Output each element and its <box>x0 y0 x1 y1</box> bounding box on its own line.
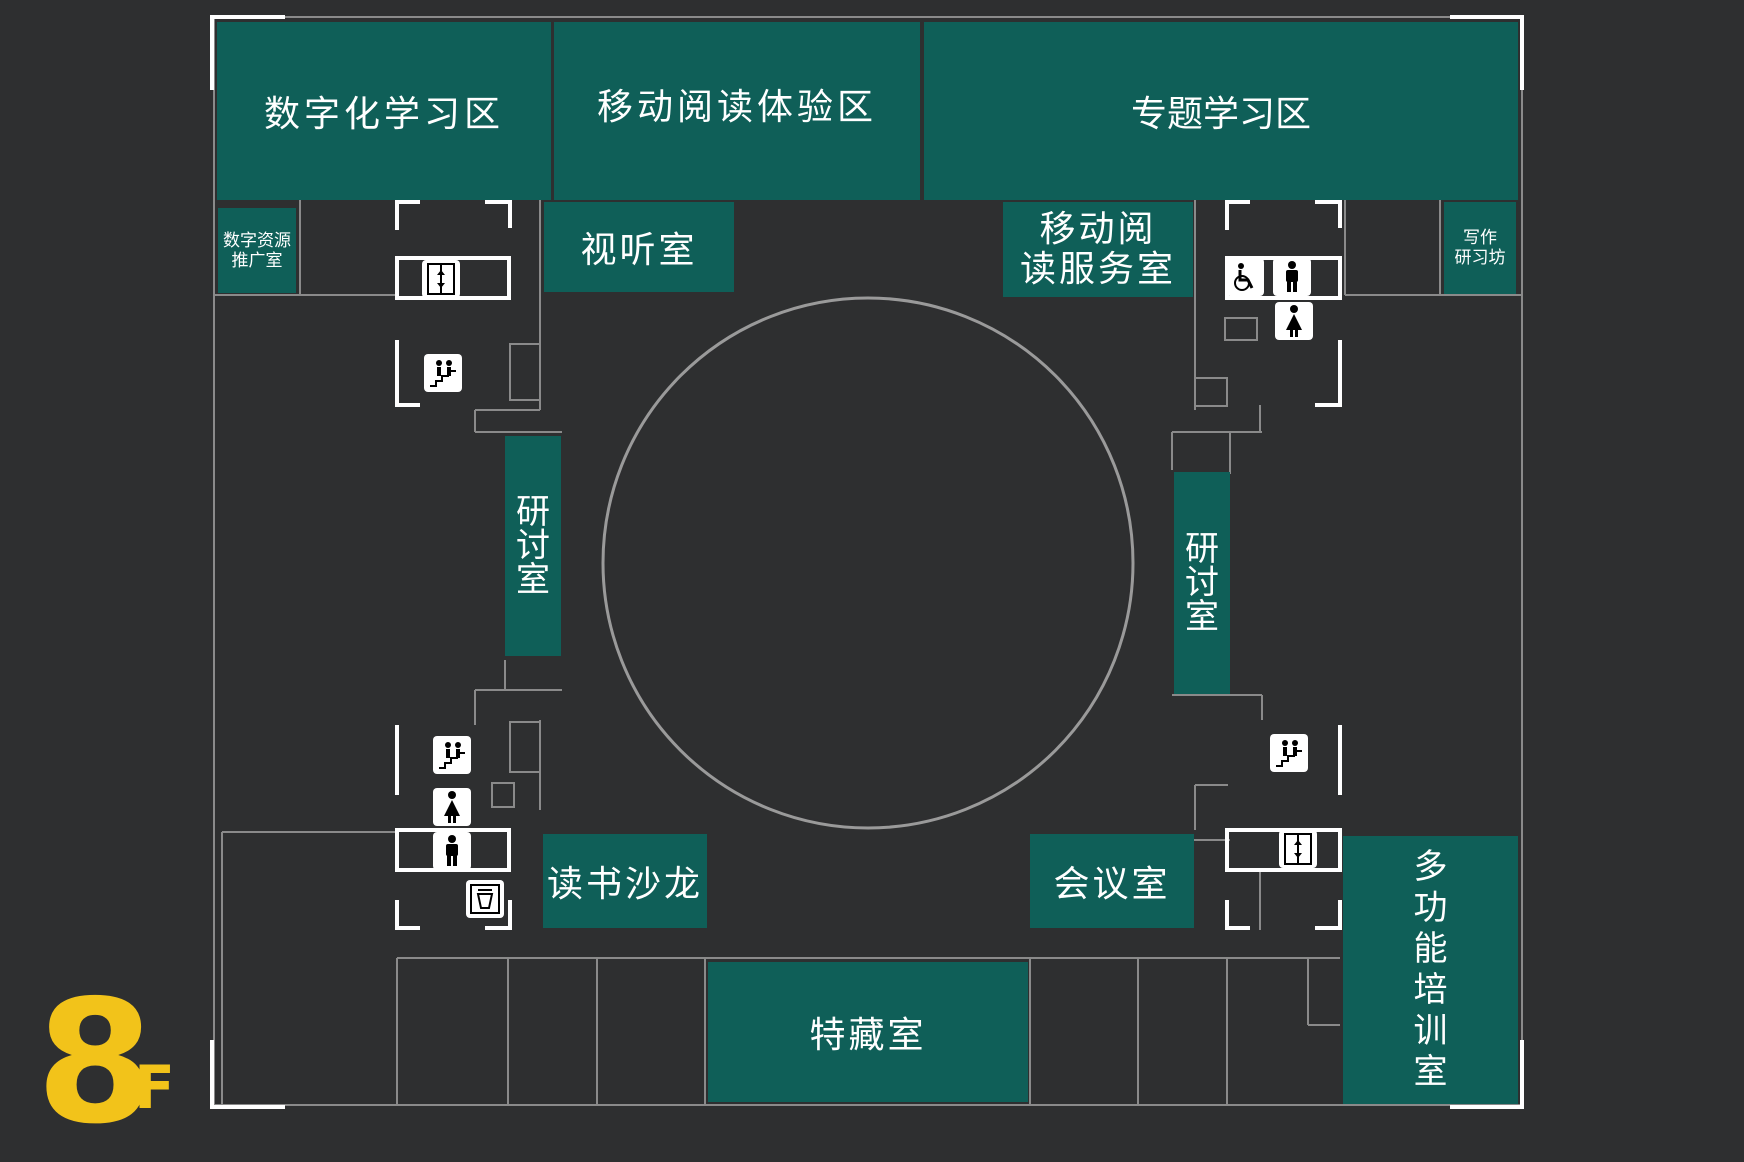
room-label: 数字化学习区 <box>263 94 504 135</box>
room-writing-workshop[interactable]: 写作 研习坊 <box>1444 202 1516 294</box>
room-label: 移动阅 读服务室 <box>1019 208 1176 290</box>
room-label: 研 讨 室 <box>516 492 550 600</box>
floor-suffix: F <box>134 1053 175 1123</box>
room-seminar-left[interactable]: 研 讨 室 <box>505 436 561 656</box>
room-seminar-right[interactable]: 研 讨 室 <box>1174 472 1230 694</box>
room-multifunction-training[interactable]: 多 功 能 培 训 室 <box>1343 836 1518 1104</box>
womens-toilet-icon <box>433 788 471 826</box>
room-label: 视听室 <box>580 230 698 271</box>
room-label: 多 功 能 培 训 室 <box>1413 847 1448 1092</box>
room-mobile-reading-service[interactable]: 移动阅 读服务室 <box>1003 202 1193 297</box>
room-label: 写作 研习坊 <box>1454 228 1506 268</box>
stairs-icon <box>1270 734 1308 772</box>
water-dispenser-icon <box>466 880 504 918</box>
room-meeting[interactable]: 会议室 <box>1030 834 1194 928</box>
accessible-toilet-icon <box>1226 258 1264 296</box>
room-label: 特藏室 <box>809 1015 927 1056</box>
room-mobile-reading-experience[interactable]: 移动阅读体验区 <box>554 22 920 200</box>
stairs-icon <box>433 736 471 774</box>
stairs-icon <box>424 354 462 392</box>
room-label: 专题学习区 <box>1130 94 1311 135</box>
floor-number: 8 <box>36 964 154 1162</box>
room-audiovisual[interactable]: 视听室 <box>544 202 734 292</box>
womens-toilet-icon <box>1275 302 1313 340</box>
elevator-icon <box>1279 830 1317 868</box>
room-label: 读书沙龙 <box>546 864 703 905</box>
room-label: 研 讨 室 <box>1185 529 1219 637</box>
room-label: 移动阅读体验区 <box>596 87 877 128</box>
elevator-icon <box>422 260 460 298</box>
room-special-collection[interactable]: 特藏室 <box>708 962 1028 1102</box>
room-thematic-learning[interactable]: 专题学习区 <box>924 22 1518 200</box>
mens-toilet-icon <box>433 832 471 870</box>
room-reading-salon[interactable]: 读书沙龙 <box>543 834 707 928</box>
room-digital-resource[interactable]: 数字资源 推广室 <box>218 208 296 293</box>
mens-toilet-icon <box>1273 258 1311 296</box>
room-digital-learning[interactable]: 数字化学习区 <box>217 22 551 200</box>
room-label: 会议室 <box>1053 864 1171 905</box>
room-label: 数字资源 推广室 <box>223 230 291 271</box>
